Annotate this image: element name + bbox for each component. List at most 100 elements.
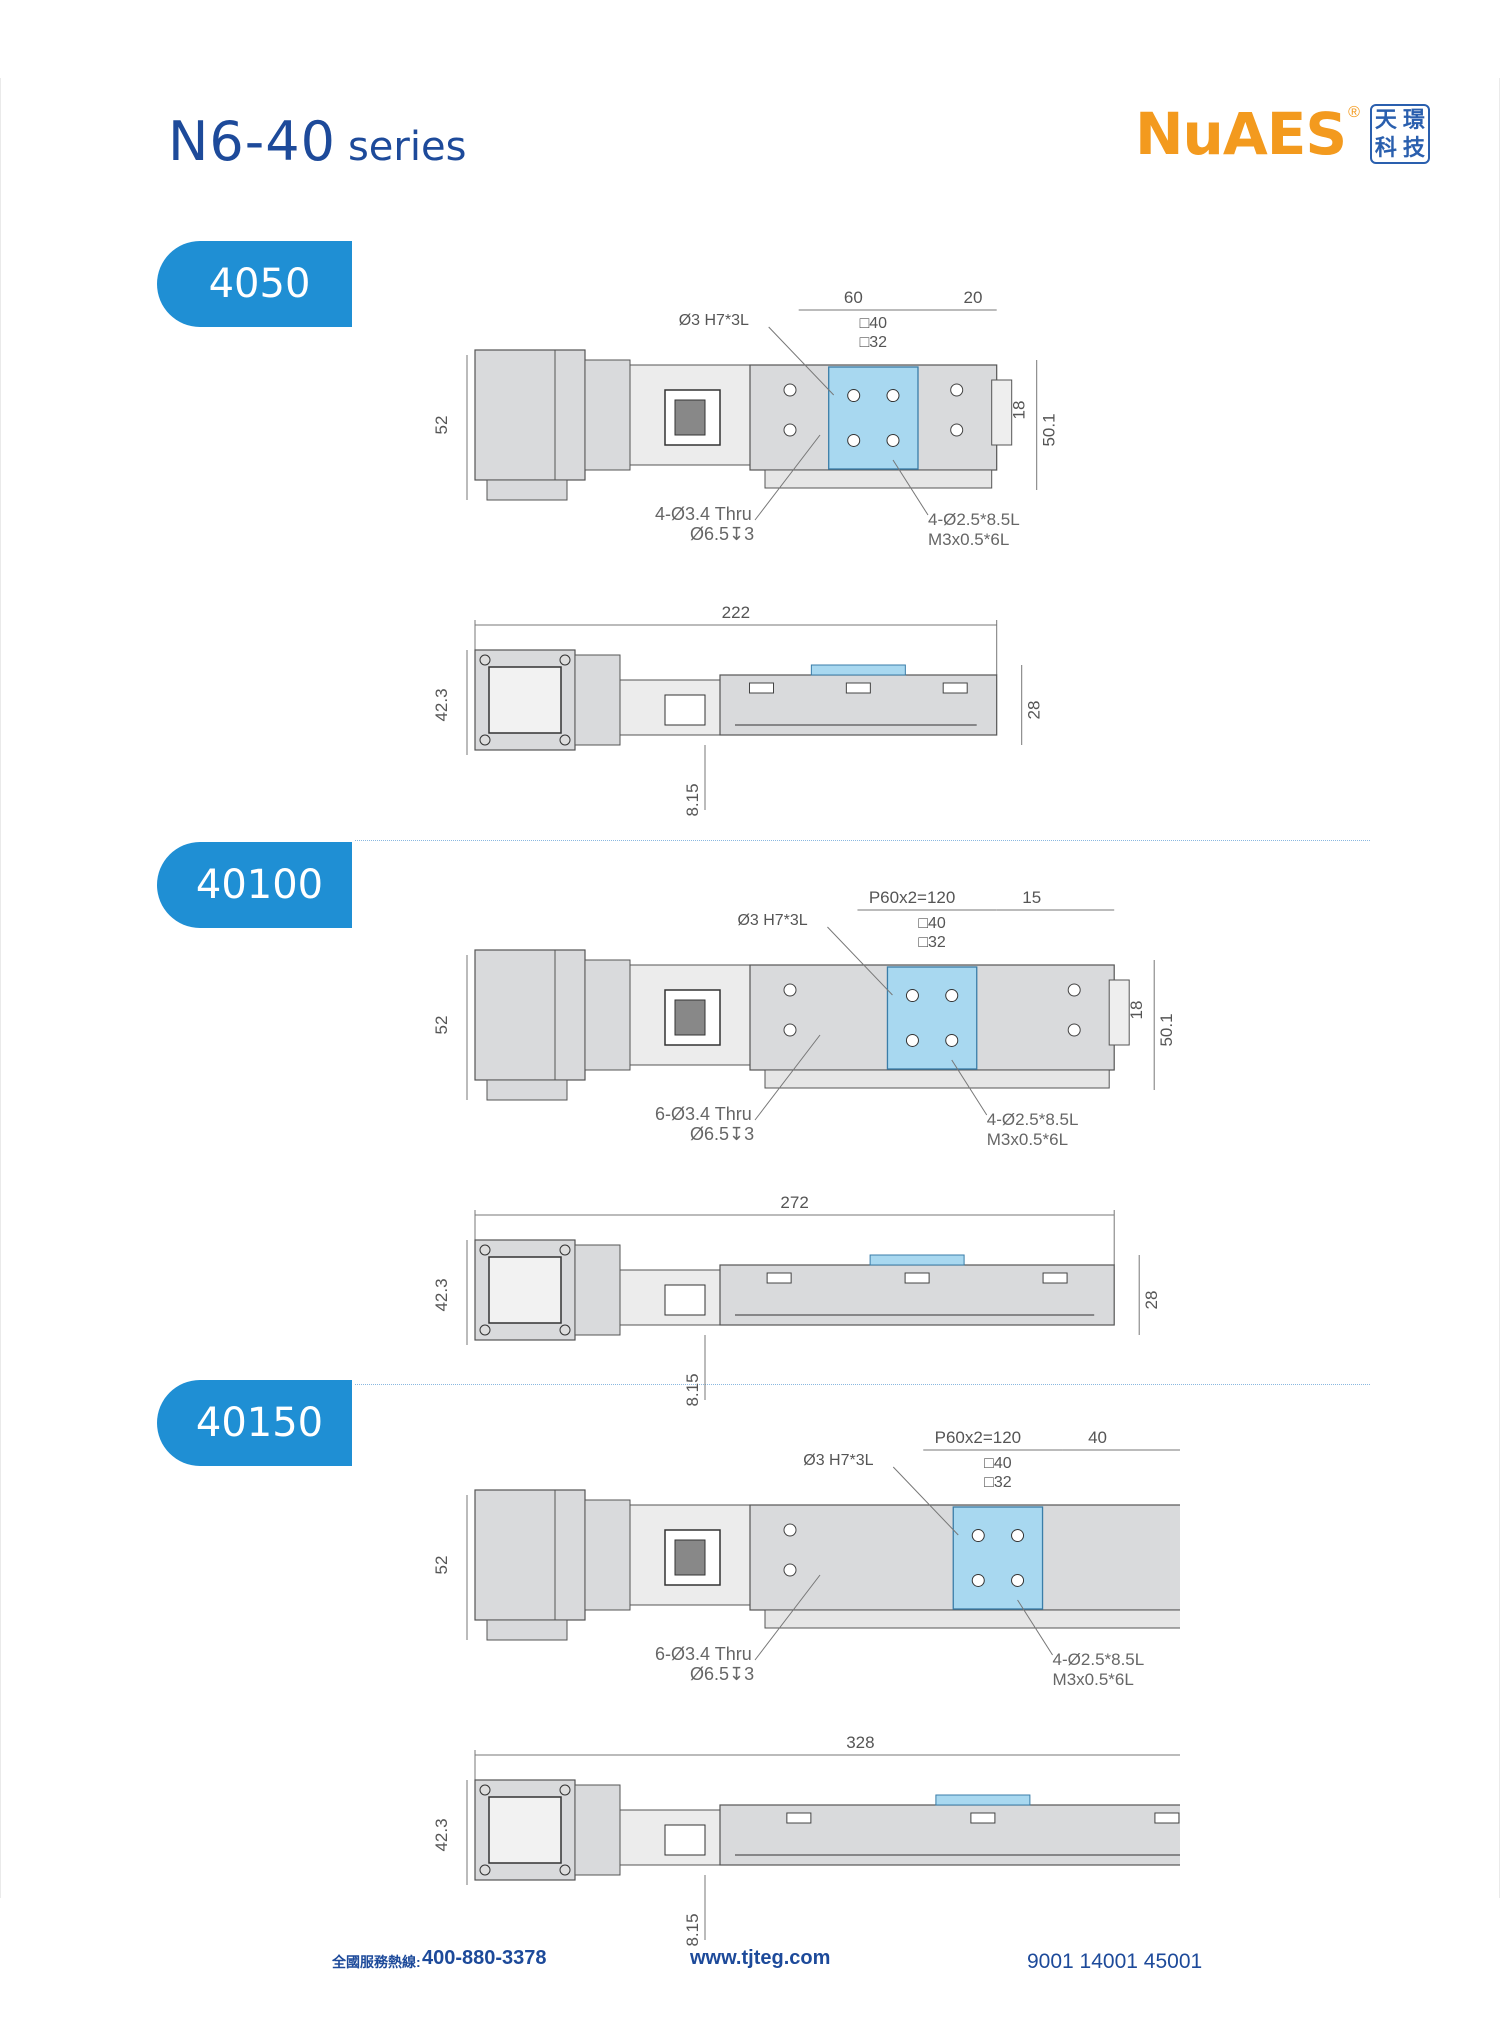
dim-pitch: 60	[844, 288, 863, 307]
seal-char: 天	[1374, 107, 1397, 133]
motor-screw	[479, 1324, 491, 1336]
model-name: N6-40	[168, 110, 336, 173]
section-divider	[355, 1384, 1370, 1385]
motor-screw	[559, 1864, 571, 1876]
dim-height: 52	[432, 1016, 451, 1035]
coupling-housing	[574, 654, 621, 746]
holes-callout: 6-Ø3.4 Thru	[655, 1104, 752, 1124]
carriage-hole	[847, 433, 861, 447]
coupling-housing	[584, 1499, 631, 1611]
iso-certifications: 9001 14001 45001	[1027, 1950, 1203, 1973]
tap-callout: 4-Ø2.5*8.5L	[987, 1110, 1079, 1129]
leader-line	[892, 459, 929, 516]
carriage-hole	[1011, 1573, 1025, 1587]
motor-body	[474, 349, 586, 481]
carriage-hole	[945, 1033, 959, 1047]
sensor-window	[664, 1824, 706, 1856]
sensor-window	[664, 694, 706, 726]
holes-callout-depth: Ø6.5↧3	[690, 1124, 754, 1144]
dim-length: 272	[780, 1193, 808, 1212]
dim-width: 50.1	[1040, 413, 1059, 446]
dim-height: 28	[1025, 701, 1044, 720]
leader-line	[754, 434, 821, 521]
slot-mark	[845, 682, 871, 694]
leader-line	[951, 1059, 988, 1116]
mount-hole	[950, 423, 964, 437]
dim-motor: 42.3	[432, 1818, 451, 1851]
motor-connector	[486, 479, 568, 501]
dim-width: 50.1	[1157, 1013, 1176, 1046]
tap-callout-thread: M3x0.5*6L	[987, 1130, 1068, 1149]
seal-char: 技	[1402, 135, 1425, 161]
rail-base	[764, 1609, 1242, 1629]
motor-window	[488, 1256, 562, 1324]
seal-char: 璟	[1402, 107, 1425, 133]
carriage-plate	[886, 966, 978, 1070]
company-seal: 天 璟 科 技	[1369, 104, 1430, 164]
brand-name: NuAES	[1135, 100, 1347, 168]
motor-screw	[479, 654, 491, 666]
section-divider	[355, 840, 1370, 841]
tap-callout-thread: M3x0.5*6L	[1053, 1670, 1134, 1689]
dim-square-32: □32	[860, 334, 888, 351]
coupling-housing	[574, 1784, 621, 1876]
mount-hole	[783, 1023, 797, 1037]
leader-line	[754, 1574, 821, 1661]
slot-mark	[1154, 1812, 1180, 1824]
coupling-housing	[584, 359, 631, 471]
motor-screw	[559, 1324, 571, 1336]
section-badge-40100: 40100	[157, 842, 352, 928]
motor-body	[474, 1489, 586, 1621]
dim-square-32: □32	[984, 1474, 1012, 1491]
carriage-plate	[828, 366, 919, 470]
leader-line	[754, 1034, 821, 1121]
dim-length: 328	[846, 1733, 874, 1752]
holes-callout-depth: Ø6.5↧3	[690, 524, 754, 544]
motor-screw	[479, 1244, 491, 1256]
sensor-window	[664, 1284, 706, 1316]
carriage-plate	[952, 1506, 1044, 1610]
carriage-hole	[1011, 1529, 1025, 1543]
carriage-hole	[905, 989, 919, 1003]
carriage-hole	[945, 989, 959, 1003]
carriage-hole	[905, 1033, 919, 1047]
motor-screw	[559, 734, 571, 746]
mount-hole	[783, 383, 797, 397]
dim-inner: 18	[1127, 1001, 1146, 1020]
leader-line	[1017, 1599, 1053, 1656]
dim-end-offset: 15	[1022, 888, 1041, 907]
slot-mark	[942, 682, 968, 694]
pin-callout: Ø3 H7*3L	[679, 312, 749, 329]
website-link[interactable]: www.tjteg.com	[690, 1947, 831, 1969]
motor-screw	[479, 1784, 491, 1796]
dim-length: 222	[722, 603, 750, 622]
section-badge-4050: 4050	[157, 241, 352, 327]
tap-callout: 4-Ø2.5*8.5L	[1053, 1650, 1145, 1669]
section-badge-40150: 40150	[157, 1380, 352, 1466]
dim-height: 28	[1142, 1291, 1161, 1310]
holes-callout: 4-Ø3.4 Thru	[655, 504, 752, 524]
mount-hole	[950, 383, 964, 397]
dim-square-40: □40	[860, 315, 888, 332]
dim-square-40: □40	[918, 915, 946, 932]
leader-line	[892, 1466, 959, 1536]
rail-base	[764, 469, 993, 489]
tap-callout-thread: M3x0.5*6L	[928, 530, 1009, 549]
motor-screw	[479, 1864, 491, 1876]
seal-char: 科	[1374, 135, 1397, 161]
dim-pitch: P60x2=120	[935, 1428, 1022, 1447]
dim-end-offset: 40	[1088, 1428, 1107, 1447]
coupling-housing	[584, 959, 631, 1071]
motor-body	[474, 949, 586, 1081]
dim-square-32: □32	[918, 934, 946, 951]
carriage-hole	[971, 1529, 985, 1543]
slot-mark	[904, 1272, 930, 1284]
mount-hole	[1067, 1023, 1081, 1037]
motor-screw	[559, 1784, 571, 1796]
